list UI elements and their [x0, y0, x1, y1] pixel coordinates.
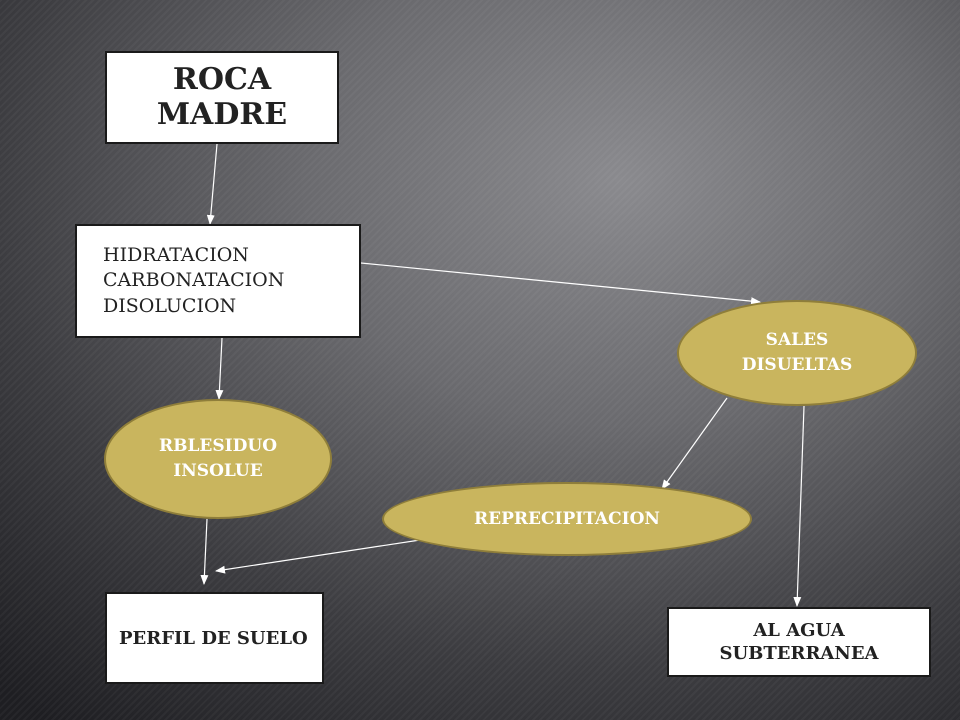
node-residuo-line-2: INSOLUE: [173, 461, 263, 481]
arrow-reprecipitacion-to-perfil: [215, 539, 421, 574]
arrow-procesos-to-residuo: [215, 337, 224, 400]
node-procesos: HIDRATACION CARBONATACION DISOLUCION: [75, 224, 361, 338]
node-al-agua-subterranea: AL AGUA SUBTERRANEA: [667, 607, 931, 677]
node-residuo-line-1: RBLESIDUO: [158, 436, 277, 457]
node-procesos-disolucion: DISOLUCION: [103, 294, 237, 317]
arrow-roca-to-procesos: [206, 143, 218, 225]
node-reprecipitacion-label: REPRECIPITACION: [474, 508, 660, 529]
node-agua-line-1: AL AGUA: [753, 619, 845, 641]
node-procesos-carbonatacion: CARBONATACION: [103, 269, 285, 292]
arrow-residuo-to-perfil: [200, 518, 209, 585]
node-sales-line-2: DISUELTAS: [741, 355, 853, 375]
node-roca-madre: ROCA MADRE: [105, 51, 339, 144]
arrow-sales-to-reprecipitacion: [661, 397, 728, 490]
node-agua-line-2: SUBTERRANEA: [719, 643, 879, 664]
node-perfil-label: PERFIL DE SUELO: [119, 627, 308, 649]
node-roca-madre-line-2: MADRE: [156, 96, 288, 132]
node-perfil-de-suelo: PERFIL DE SUELO: [105, 592, 324, 684]
node-residuo-insoluble: RBLESIDUO INSOLUE: [104, 399, 332, 519]
node-reprecipitacion: REPRECIPITACION: [382, 482, 752, 556]
node-procesos-hidratacion: HIDRATACION: [103, 244, 249, 267]
arrow-sales-to-agua: [793, 405, 805, 607]
node-sales-line-1: SALES: [765, 330, 829, 351]
node-roca-madre-line-1: ROCA: [172, 62, 272, 97]
arrow-procesos-to-sales: [360, 262, 761, 306]
node-sales-disueltas: SALES DISUELTAS: [677, 300, 917, 406]
